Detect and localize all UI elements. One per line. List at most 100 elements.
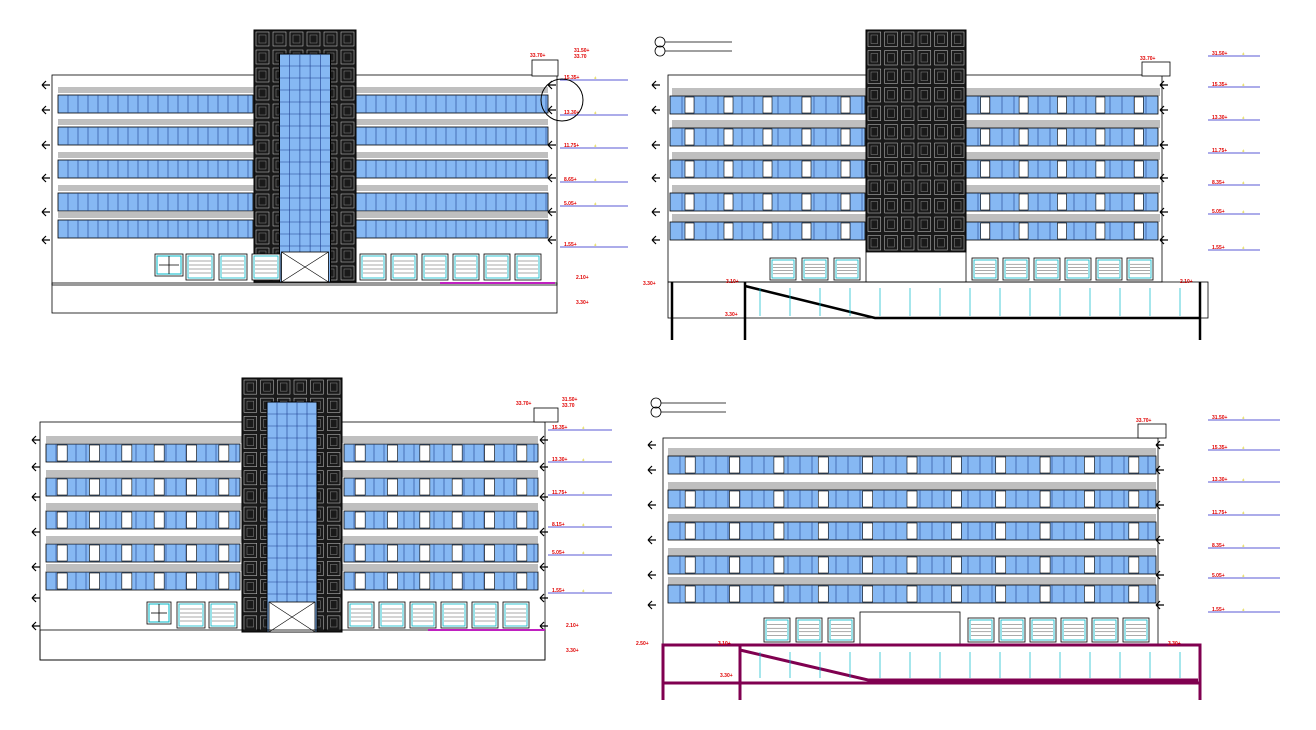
window-opening [121,544,133,562]
window-opening [906,556,918,574]
window-opening [862,456,873,474]
window-opening [684,490,696,508]
level-label: 11.75+ [564,143,579,149]
level-label: 1.55+ [1212,245,1225,251]
balcony-bracket [651,140,660,150]
window-opening [684,160,695,178]
level-symbol: ± [582,522,585,527]
balcony-bracket [647,600,656,610]
level-symbol: ± [582,490,585,495]
glazing-band [57,94,254,114]
storefront-bay [827,617,855,643]
storefront-bay [833,257,861,281]
window-opening [762,128,773,146]
window-opening [153,478,165,496]
balcony-bracket [539,527,548,537]
window-opening [862,556,873,574]
window-opening [729,522,740,540]
level-symbol: ± [1242,82,1245,87]
balcony-bracket [1155,500,1164,510]
spandrel [668,514,1156,522]
window-opening [773,456,785,474]
window-opening [153,572,165,590]
grid-bubble [654,36,666,48]
storefront-bay [1095,257,1123,281]
balcony-bracket [41,105,50,115]
window-opening [729,456,740,474]
storefront-bay [218,253,248,281]
balcony-bracket [1159,173,1168,183]
ground-mark: 2.10+ [1180,279,1193,285]
window-opening [218,572,230,590]
window-opening [1018,222,1029,240]
storefront-bay [378,601,406,629]
glazing-band [45,443,241,463]
elev-bottom-left: 15.35+±13.30+±11.75+±8.15+±5.05+±1.55+±3… [31,377,612,661]
window-opening [484,444,495,462]
glazing-band [355,159,549,179]
level-symbol: ± [582,457,585,462]
window-opening [1039,556,1051,574]
storefront-bay [967,617,995,643]
balcony-bracket [41,207,50,217]
balcony-bracket [539,492,548,502]
roof-mark: 33.70+ [1140,56,1156,62]
side-mark: 3.30+ [1168,641,1181,647]
window-opening [817,585,829,603]
window-opening [862,585,873,603]
balcony-bracket [547,173,556,183]
window-opening [419,572,431,590]
window-opening [153,544,165,562]
spandrel [668,548,1156,556]
window-opening [354,444,366,462]
window-opening [89,544,100,562]
window-opening [484,478,495,496]
window-opening [186,572,197,590]
spandrel [668,482,1156,490]
window-opening [1128,456,1140,474]
window-opening [801,96,812,114]
level-label: 5.05+ [552,550,565,556]
level-label: 11.75+ [1212,148,1227,154]
window-opening [218,511,230,529]
level-label: 31.50+ [1212,415,1228,421]
spandrel [668,577,1156,585]
balcony-bracket [539,621,548,631]
window-opening [723,96,734,114]
window-opening [56,444,68,462]
storefront-bay [1126,257,1154,281]
window-opening [1128,490,1140,508]
storefront-bay [1122,617,1150,643]
window-opening [1057,96,1067,114]
balcony-bracket [651,173,660,183]
window-opening [729,585,740,603]
window-opening [995,490,1007,508]
window-opening [1095,193,1106,211]
window-opening [817,522,829,540]
window-opening [1134,160,1144,178]
window-opening [980,222,991,240]
ramp [739,648,1198,682]
glazing-band [57,219,254,239]
window-opening [121,572,133,590]
window-opening [684,128,695,146]
basement-mark: 3.30+ [720,673,733,679]
window-opening [995,456,1007,474]
level-symbol: ± [1242,510,1245,515]
window-opening [1039,522,1051,540]
level-label: 8.35+ [1212,180,1225,186]
storefront-bay [1091,617,1119,643]
storefront-bay [1002,257,1030,281]
side-mark: 2.50+ [636,641,649,647]
window-opening [419,478,431,496]
window-opening [451,478,463,496]
window-opening [840,128,851,146]
level-label: 11.75+ [552,490,567,496]
window-opening [1084,522,1095,540]
window-opening [89,478,100,496]
window-opening [723,160,734,178]
window-opening [387,572,398,590]
window-opening [186,544,197,562]
balcony-bracket [547,207,556,217]
window-opening [723,128,734,146]
